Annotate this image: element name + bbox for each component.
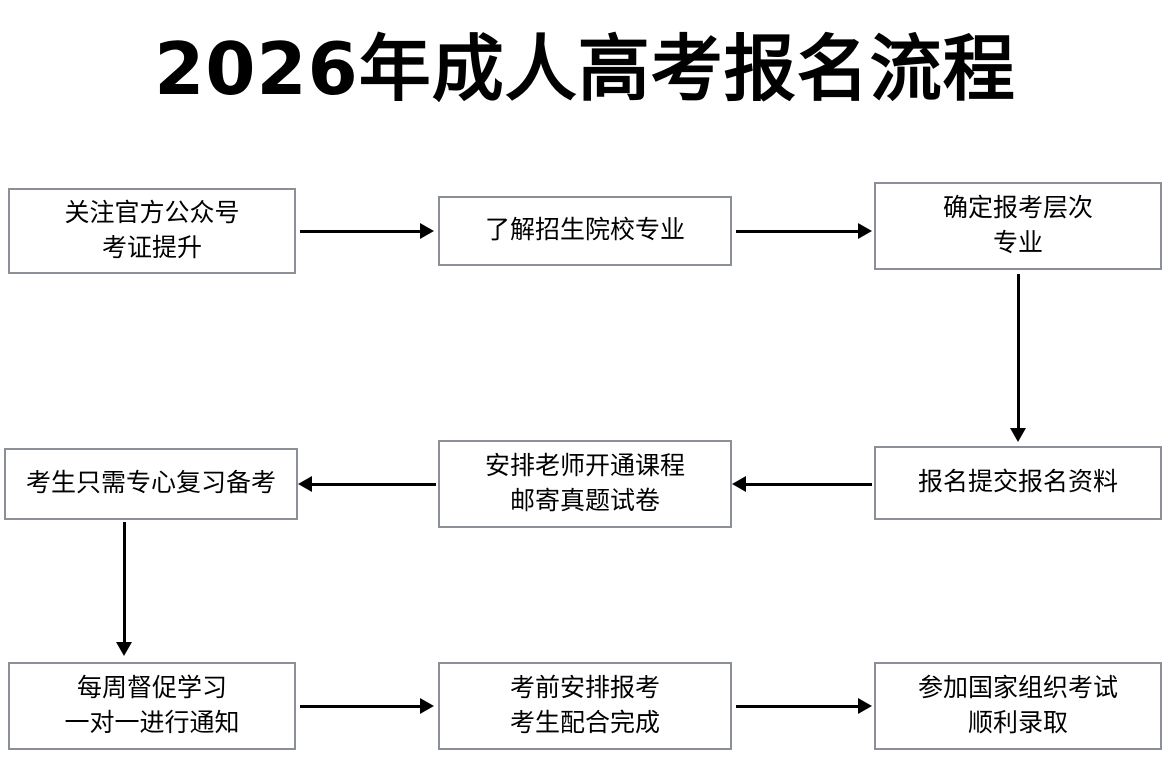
- arrow-head: [858, 698, 872, 714]
- arrow-head: [858, 223, 872, 239]
- flow-node-3-line-1: 确定报考层次: [942, 193, 1093, 222]
- flow-node-7[interactable]: 每周督促学习 一对一进行通知: [8, 662, 296, 750]
- flow-node-3-line-2: 专业: [992, 229, 1043, 257]
- flow-node-5[interactable]: 安排老师开通课程 邮寄真题试卷: [438, 440, 732, 528]
- arrow-shaft: [736, 704, 860, 708]
- arrow-head: [420, 223, 434, 239]
- flow-node-9-line-1: 参加国家组织考试: [917, 673, 1118, 702]
- arrow-shaft: [300, 229, 422, 233]
- flow-node-4[interactable]: 报名提交报名资料: [874, 446, 1162, 520]
- arrow-shaft: [1016, 274, 1020, 430]
- arrow-head: [420, 698, 434, 714]
- arrow-head: [298, 476, 312, 492]
- flow-node-6[interactable]: 考生只需专心复习备考: [4, 448, 298, 520]
- arrow-shaft: [744, 482, 872, 486]
- arrow-shaft: [122, 522, 126, 644]
- arrow-shaft: [300, 704, 422, 708]
- flow-node-5-line-2: 邮寄真题试卷: [509, 487, 660, 515]
- arrow-node1-to-node2: [300, 215, 434, 247]
- flow-node-9[interactable]: 参加国家组织考试 顺利录取: [874, 662, 1162, 750]
- flow-node-8-line-2: 考生配合完成: [509, 709, 660, 737]
- arrow-head: [1010, 428, 1026, 442]
- flow-node-7-line-1: 每周督促学习: [76, 673, 227, 702]
- arrow-shaft: [310, 482, 436, 486]
- flow-node-1-line-1: 关注官方公众号: [64, 198, 240, 227]
- flow-node-4-line-1: 报名提交报名资料: [917, 468, 1118, 497]
- flow-node-2-line-1: 了解招生院校专业: [484, 216, 685, 245]
- arrow-node4-to-node5: [732, 468, 872, 500]
- arrow-shaft: [736, 229, 860, 233]
- flow-node-8-line-1: 考前安排报考: [509, 673, 660, 702]
- arrow-node7-to-node8: [300, 690, 434, 722]
- flow-node-2[interactable]: 了解招生院校专业: [438, 196, 732, 266]
- arrow-node3-to-node4: [1002, 274, 1034, 442]
- flow-node-7-line-2: 一对一进行通知: [64, 709, 240, 737]
- arrow-node8-to-node9: [736, 690, 872, 722]
- flow-node-6-line-1: 考生只需专心复习备考: [25, 469, 276, 498]
- page-title: 2026年成人高考报名流程: [154, 27, 1016, 111]
- flow-node-1[interactable]: 关注官方公众号 考证提升: [8, 188, 296, 274]
- flow-node-8[interactable]: 考前安排报考 考生配合完成: [438, 662, 732, 750]
- arrow-head: [116, 642, 132, 656]
- arrow-node5-to-node6: [298, 468, 436, 500]
- flow-node-9-line-2: 顺利录取: [967, 709, 1068, 737]
- flow-node-5-line-1: 安排老师开通课程: [484, 451, 685, 480]
- arrow-head: [732, 476, 746, 492]
- flow-node-3[interactable]: 确定报考层次 专业: [874, 182, 1162, 270]
- arrow-node6-to-node7: [108, 522, 140, 656]
- arrow-node2-to-node3: [736, 215, 872, 247]
- flow-node-1-line-2: 考证提升: [101, 234, 202, 262]
